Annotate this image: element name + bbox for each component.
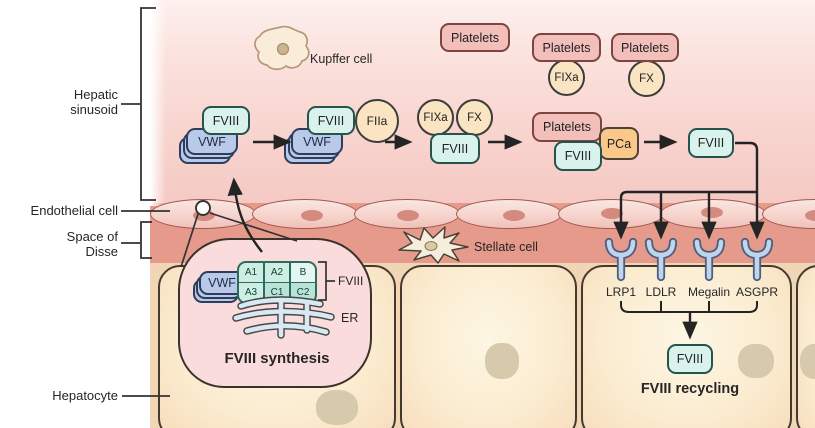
endothelial-cell-label: Endothelial cell bbox=[30, 203, 118, 218]
fviii-box: FVIII bbox=[307, 106, 355, 135]
receptor-label-lrp1: LRP1 bbox=[605, 285, 637, 299]
receptor-label-ldlr: LDLR bbox=[645, 285, 677, 299]
endothelial-nucleus bbox=[701, 207, 723, 218]
fviii-box: FVIII bbox=[430, 133, 480, 164]
background-fade bbox=[150, 0, 166, 206]
endothelial-nucleus bbox=[805, 210, 815, 221]
platelets-box: Platelets bbox=[611, 33, 679, 62]
platelets-box: Platelets bbox=[440, 23, 510, 52]
recycled-fviii-box: FVIII bbox=[667, 344, 713, 374]
receptor-label-megalin: Megalin bbox=[687, 285, 731, 299]
hepatocyte-nucleus bbox=[738, 344, 774, 378]
fviii-domain-table: A1 A2 B A3 C1 C2 bbox=[237, 261, 317, 304]
domain-c2: C2 bbox=[290, 283, 316, 303]
fx-circle: FX bbox=[456, 99, 493, 136]
endothelial-nucleus bbox=[193, 210, 215, 221]
endothelial-cell-shape bbox=[660, 199, 766, 229]
synthesis-title: FVIII synthesis bbox=[224, 350, 330, 367]
endothelial-nucleus bbox=[301, 210, 323, 221]
receptor-label-asgpr: ASGPR bbox=[735, 285, 778, 299]
fviii-box: FVIII bbox=[554, 141, 602, 171]
endothelial-cell-shape bbox=[558, 199, 664, 229]
kupffer-cell-label: Kupffer cell bbox=[310, 52, 373, 66]
platelets-box: Platelets bbox=[532, 112, 602, 142]
endothelial-nucleus bbox=[397, 210, 419, 221]
platelets-box: Platelets bbox=[532, 33, 601, 62]
domain-b: B bbox=[290, 262, 316, 282]
fixa-circle: FIXa bbox=[417, 99, 454, 136]
domain-a2: A2 bbox=[264, 262, 290, 282]
fx-circle: FX bbox=[628, 60, 665, 97]
space-of-disse-line2: Disse bbox=[85, 243, 118, 259]
hepatocyte-nucleus bbox=[800, 344, 815, 379]
fviii-bracket-label: FVIII bbox=[338, 274, 364, 288]
fviii-box: FVIII bbox=[202, 106, 250, 135]
hepatic-sinusoid-label: Hepatic sinusoid bbox=[20, 87, 118, 117]
fixa-circle: FIXa bbox=[548, 59, 585, 96]
space-of-disse-label: Space of Disse bbox=[20, 229, 118, 259]
endothelial-cell-shape bbox=[456, 199, 562, 229]
pca-box: PCa bbox=[599, 127, 639, 160]
hepatic-sinusoid-line2: sinusoid bbox=[70, 101, 118, 117]
domain-c1: C1 bbox=[264, 283, 290, 303]
endothelial-cell-shape bbox=[150, 199, 256, 229]
domain-a1: A1 bbox=[238, 262, 264, 282]
domain-a3: A3 bbox=[238, 283, 264, 303]
recycling-title: FVIII recycling bbox=[640, 381, 740, 397]
hepatocyte-cell bbox=[400, 265, 577, 428]
endothelial-cell-shape bbox=[252, 199, 358, 229]
stellate-cell-label: Stellate cell bbox=[474, 240, 538, 254]
fviii-box: FVIII bbox=[688, 128, 734, 158]
er-label: ER bbox=[341, 311, 359, 325]
hepatocyte-nucleus bbox=[316, 390, 358, 425]
endothelial-nucleus bbox=[601, 208, 623, 219]
fiia-circle: FIIa bbox=[355, 99, 399, 143]
hepatocyte-nucleus bbox=[485, 343, 519, 379]
hepatic-sinusoid-line1: Hepatic bbox=[73, 87, 118, 102]
space-of-disse-line1: Space of bbox=[66, 229, 118, 244]
hepatocyte-label: Hepatocyte bbox=[52, 388, 118, 403]
endothelial-cell-shape bbox=[354, 199, 460, 229]
endothelial-nucleus bbox=[503, 210, 525, 221]
